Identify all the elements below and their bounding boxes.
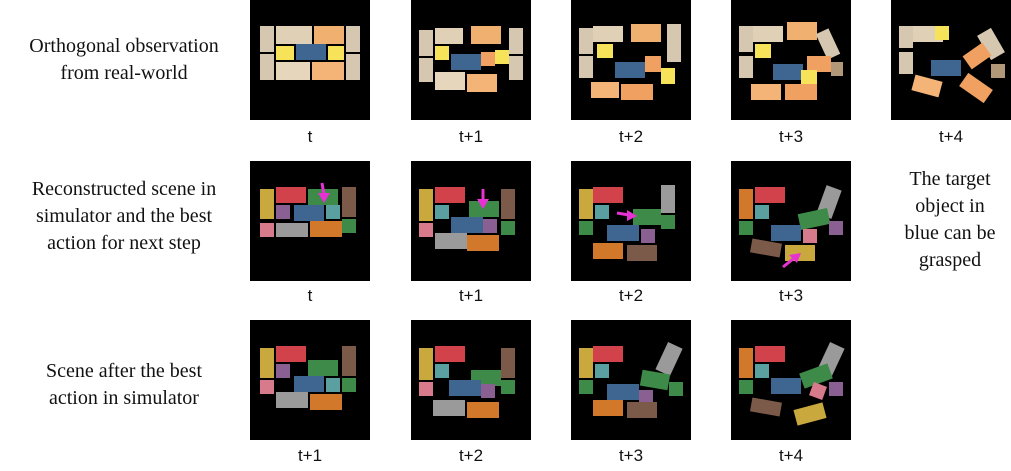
row-label-line: from real-world	[60, 62, 188, 84]
tile-caption: t+1	[458, 286, 484, 305]
tile-caption: t	[307, 286, 313, 305]
reconstructed-scene-tile-t+2	[571, 161, 691, 281]
tile-caption: t+3	[778, 286, 804, 305]
tile-caption: t+2	[618, 127, 644, 146]
action-arrow-icon	[477, 189, 489, 209]
tile-caption: t	[307, 127, 313, 146]
real-observation-tile-t	[250, 0, 370, 120]
tile-caption: t+4	[938, 127, 964, 146]
scene-after-action-tile-t+3	[571, 320, 691, 440]
action-arrow-icon	[318, 182, 330, 203]
action-arrow-icon	[782, 253, 801, 269]
tile-caption: t+1	[458, 127, 484, 146]
row-label-line: simulator and the best	[35, 205, 213, 227]
row-label-line: action in simulator	[49, 387, 199, 409]
reconstructed-scene-tile-t+3	[731, 161, 851, 281]
row-label-line: Scene after the best	[45, 360, 203, 382]
target-note: The target object in blue can be grasped	[880, 166, 1011, 274]
scene-after-action-tile-t+1	[250, 320, 370, 440]
target-note-line: blue can be	[904, 222, 996, 244]
target-note-line: The target	[909, 168, 991, 190]
tile-caption: t+2	[618, 286, 644, 305]
row-label-scene-after-action: Scene after the best action in simulator	[4, 358, 244, 412]
real-observation-tile-t+3	[731, 0, 851, 120]
reconstructed-scene-tile-t+1	[411, 161, 531, 281]
action-arrow-icon	[616, 210, 637, 221]
tile-caption: t+1	[297, 446, 323, 465]
row-label-line: Orthogonal observation	[29, 35, 219, 57]
tile-caption: t+3	[618, 446, 644, 465]
tile-caption: t+4	[778, 446, 804, 465]
tile-caption: t+3	[778, 127, 804, 146]
scene-after-action-tile-t+2	[411, 320, 531, 440]
real-observation-tile-t+1	[411, 0, 531, 120]
row-label-line: action for next step	[47, 232, 201, 254]
real-observation-tile-t+4	[891, 0, 1011, 120]
target-note-line: grasped	[918, 249, 982, 271]
row-label-real-observation: Orthogonal observation from real-world	[4, 33, 244, 87]
real-observation-tile-t+2	[571, 0, 691, 120]
target-note-line: object in	[915, 195, 985, 217]
reconstructed-scene-tile-t	[250, 161, 370, 281]
row-label-line: Reconstructed scene in	[31, 178, 217, 200]
row-label-reconstructed-scene: Reconstructed scene in simulator and the…	[4, 176, 244, 257]
tile-caption: t+2	[458, 446, 484, 465]
scene-after-action-tile-t+4	[731, 320, 851, 440]
